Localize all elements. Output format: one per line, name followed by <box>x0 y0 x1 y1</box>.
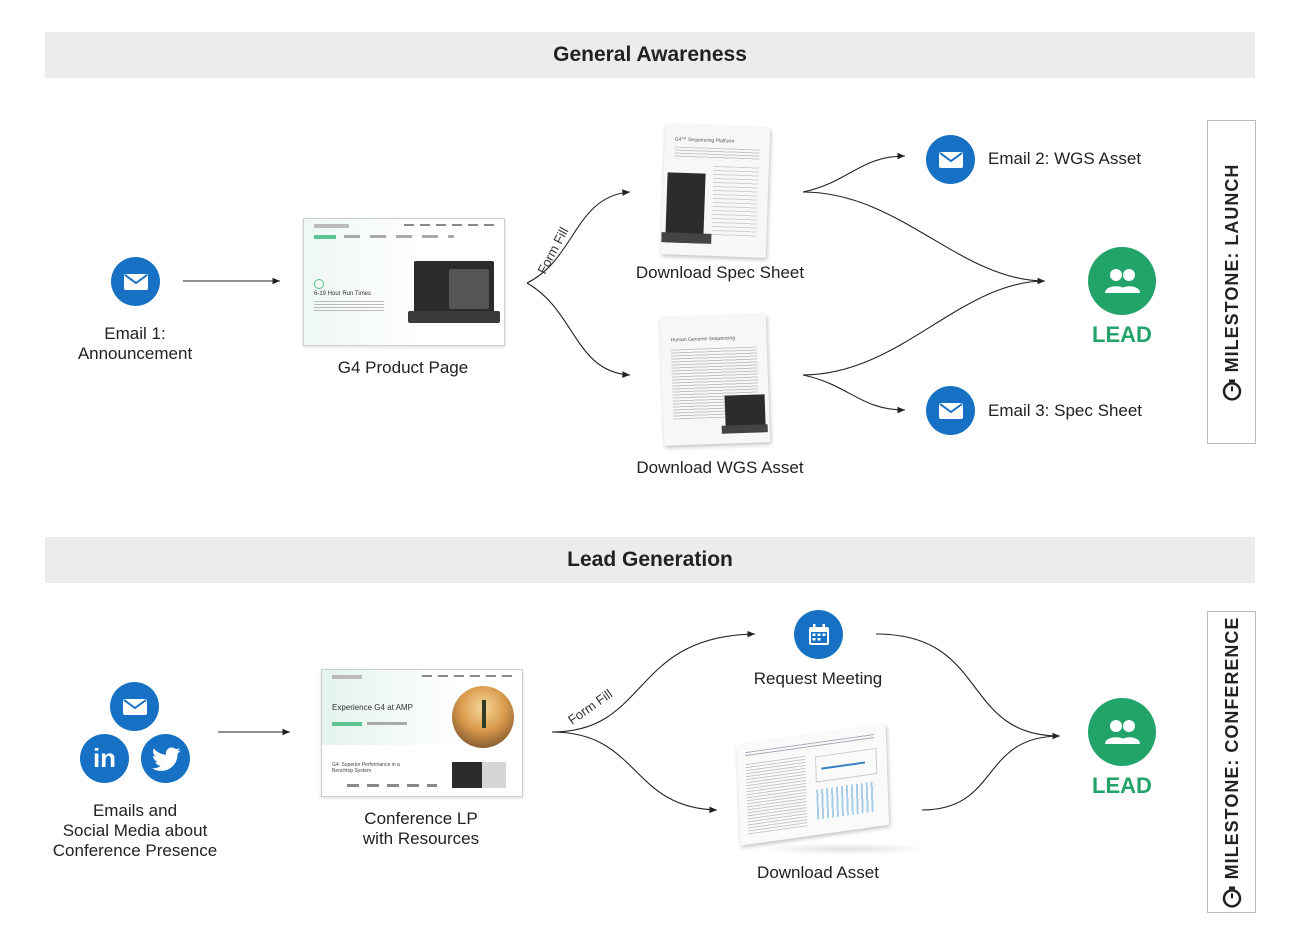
form-fill-label-leadgen: Form Fill <box>565 686 615 727</box>
email1-node <box>111 257 160 306</box>
milestone-launch: MILESTONE: LAUNCH <box>1207 120 1256 444</box>
section-title-awareness: General Awareness <box>45 32 1255 78</box>
arrow-asset-to-lead <box>921 735 1061 811</box>
section-title-leadgen: Lead Generation <box>45 537 1255 583</box>
arrow-lp-to-asset <box>551 731 718 814</box>
spec-sheet-label: Download Spec Sheet <box>635 263 805 282</box>
spec-sheet-document: G4™ Sequencing Platform <box>660 124 771 258</box>
stopwatch-icon <box>1222 886 1241 908</box>
arrow-spec-to-email2 <box>802 152 906 193</box>
email2-label: Email 2: WGS Asset <box>988 149 1142 168</box>
social-label: Emails and Social Media about Conference… <box>52 801 218 860</box>
download-asset-label: Download Asset <box>757 863 879 882</box>
arrow-product-to-wgs <box>526 282 631 378</box>
milestone-launch-text: MILESTONE: LAUNCH <box>1221 163 1241 373</box>
twitter-icon <box>151 747 180 771</box>
envelope-icon <box>123 273 148 290</box>
linkedin-icon: in <box>92 743 117 773</box>
people-icon <box>1105 720 1140 744</box>
arrow-meeting-to-lead <box>875 633 1061 740</box>
linkedin-node: in <box>80 734 129 783</box>
email3-node <box>926 386 975 435</box>
twitter-node <box>141 734 190 783</box>
lead-label-leadgen: LEAD <box>1092 773 1152 798</box>
email1-label: Email 1: Announcement <box>77 324 193 363</box>
email2-node <box>926 135 975 184</box>
envelope-icon <box>938 151 963 168</box>
milestone-conference-text: MILESTONE: CONFERENCE <box>1221 616 1241 880</box>
conference-lp-thumbnail: Experience G4 at AMP G4: Superior Perfor… <box>321 669 523 797</box>
lead-node-awareness <box>1088 247 1156 315</box>
lead-node-leadgen <box>1088 698 1156 766</box>
download-asset-document <box>736 724 890 846</box>
wgs-asset-label: Download WGS Asset <box>636 458 804 477</box>
arrow-spec-to-lead <box>802 191 1046 285</box>
arrow-wgs-to-lead <box>802 280 1046 376</box>
stopwatch-icon <box>1222 379 1241 401</box>
product-page-thumbnail: 6-19 Hour Run Times <box>303 218 505 346</box>
milestone-conference: MILESTONE: CONFERENCE <box>1207 611 1256 913</box>
envelope-icon <box>122 698 147 715</box>
thumb-heading: 6-19 Hour Run Times <box>314 291 372 297</box>
wgs-doc-title: Human Genome Sequencing <box>670 335 736 344</box>
lp-thumb-heading: Experience G4 at AMP <box>332 703 413 712</box>
email3-label: Email 3: Spec Sheet <box>988 401 1143 420</box>
lp-thumb-sub: G4: Superior Performance in a Benchtop S… <box>332 762 400 774</box>
asset-shadow <box>760 843 930 855</box>
request-meeting-label: Request Meeting <box>753 669 883 688</box>
arrow-product-to-spec <box>526 189 631 284</box>
product-page-label: G4 Product Page <box>337 358 469 377</box>
request-meeting-node <box>794 610 843 659</box>
arrow-lp-to-meeting <box>551 630 756 733</box>
calendar-icon <box>808 623 829 645</box>
email-node-leadgen <box>110 682 159 731</box>
conference-lp-label: Conference LP with Resources <box>362 809 480 848</box>
wgs-asset-document: Human Genome Sequencing <box>659 314 771 446</box>
arrow-wgs-to-email3 <box>802 374 906 414</box>
form-fill-label-awareness: Form Fill <box>534 225 571 277</box>
spec-doc-title: G4™ Sequencing Platform <box>674 136 735 145</box>
lead-label-awareness: LEAD <box>1092 322 1152 347</box>
envelope-icon <box>938 402 963 419</box>
people-icon <box>1105 269 1140 293</box>
